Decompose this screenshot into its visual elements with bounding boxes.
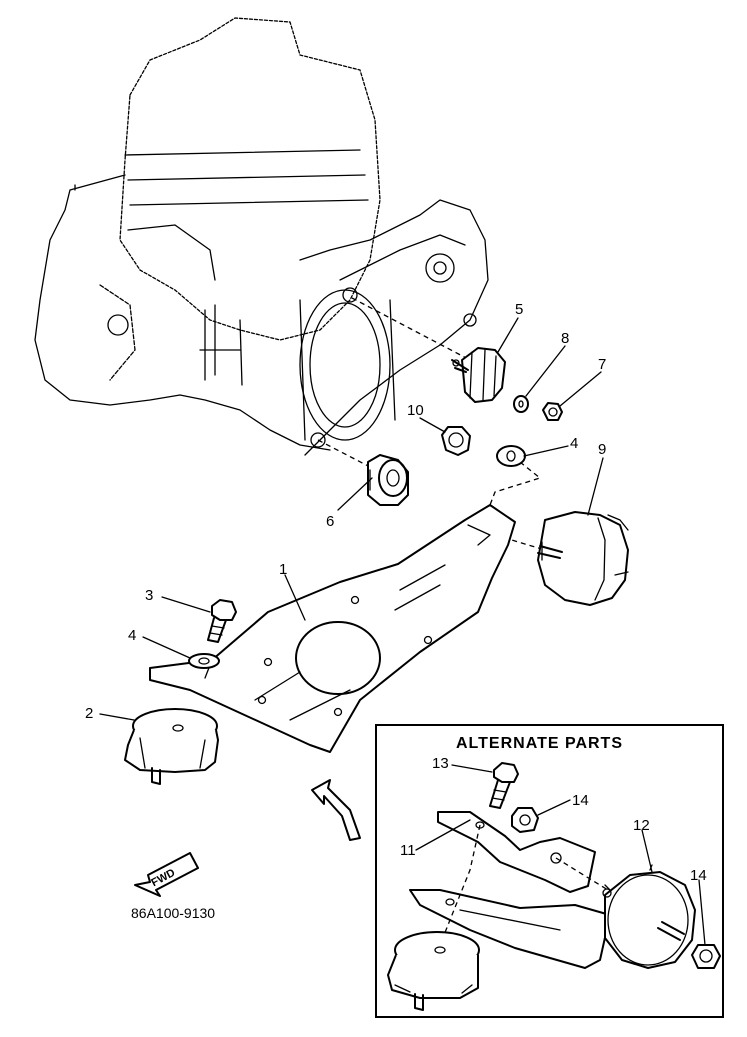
- callout-11: 11: [400, 842, 416, 859]
- engine-mount-part-2: [124, 708, 219, 785]
- nut-part-14-upper: [511, 807, 539, 833]
- leader-line: [317, 439, 373, 469]
- callout-12: 12: [633, 817, 650, 834]
- drawing-code: 86A100-9130: [131, 905, 215, 921]
- nut-part-7: [542, 402, 563, 421]
- leader-line: [351, 297, 471, 361]
- alternate-parts-title: ALTERNATE PARTS: [456, 735, 623, 752]
- engine-mount-part-9: [537, 511, 629, 606]
- callout-1: 1: [279, 561, 287, 578]
- damper-part-5: [451, 347, 506, 403]
- leader-line: [441, 824, 481, 941]
- callout-13: 13: [432, 755, 449, 772]
- leader-line: [555, 857, 609, 891]
- bolt-part-3: [207, 599, 237, 643]
- engine-block: [34, 17, 489, 456]
- callout-2: 2: [85, 705, 93, 722]
- washer-part-4-upper: [496, 445, 526, 467]
- callout-6: 6: [326, 513, 334, 530]
- alternate-parts-box: [375, 724, 724, 1018]
- callout-9: 9: [598, 441, 606, 458]
- callout-4-upper: 4: [570, 435, 578, 452]
- bushing-part-6: [367, 454, 409, 506]
- nut-part-14-right: [691, 944, 721, 969]
- nut-part-10: [441, 426, 471, 456]
- bracket-part-11: [437, 811, 596, 893]
- callout-10: 10: [407, 402, 424, 419]
- mounting-plate-part-1: [149, 504, 516, 753]
- curved-assembly-arrow: [311, 779, 361, 841]
- fwd-arrow: FWD: [134, 852, 199, 897]
- callout-5: 5: [515, 301, 523, 318]
- leader-line: [484, 461, 542, 519]
- washer-part-8: [513, 395, 529, 413]
- engine-mount-part-12: [602, 864, 696, 969]
- washer-part-4-lower: [188, 653, 220, 669]
- callout-7: 7: [598, 356, 606, 373]
- bolt-part-13: [489, 762, 519, 809]
- engine-mount-alternate-lower: [387, 931, 480, 1011]
- callout-14-upper: 14: [572, 792, 589, 809]
- callout-4-lower: 4: [128, 627, 136, 644]
- callout-8: 8: [561, 330, 569, 347]
- mounting-plate-alternate: [409, 889, 611, 969]
- callout-3: 3: [145, 587, 153, 604]
- callout-leaders: [99, 317, 706, 946]
- callout-14-right: 14: [690, 867, 707, 884]
